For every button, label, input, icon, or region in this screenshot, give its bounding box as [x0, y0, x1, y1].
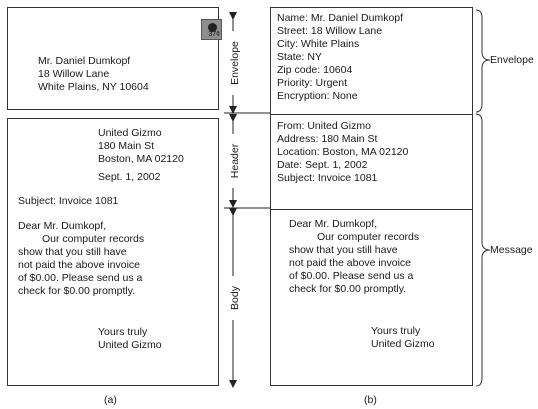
message-body-section: Dear Mr. Dumkopf, Our computer records s…	[271, 210, 472, 385]
caption-b: (b)	[364, 394, 377, 406]
letter-body-line-5: check for $0.00 promptly.	[18, 285, 136, 297]
body-section-label: Body	[229, 276, 241, 320]
envelope-field-state: State: NY	[277, 51, 322, 63]
letter-sender-line-3: Boston, MA 02120	[98, 153, 184, 165]
envelope-address-line-2: 18 Willow Lane	[38, 68, 110, 80]
body-closing-line-1: Yours truly	[371, 325, 421, 337]
letter-subject: Subject: Invoice 1081	[18, 195, 119, 207]
message-brace	[475, 113, 491, 387]
letter-sender-line-1: United Gizmo	[98, 127, 162, 139]
envelope-field-city: City: White Plains	[277, 38, 360, 50]
message-envelope-section: Name: Mr. Daniel Dumkopf Street: 18 Will…	[271, 8, 472, 115]
body-closing-line-2: United Gizmo	[371, 338, 435, 350]
header-section-label: Header	[229, 134, 241, 188]
letter-sender-line-2: 180 Main St	[98, 140, 155, 152]
caption-a: (a)	[104, 394, 117, 406]
envelope-address-line-3: White Plains, NY 10604	[38, 81, 149, 93]
envelope-field-encryption: Encryption: None	[277, 90, 358, 102]
body-line-4: of $0.00. Please send us a	[289, 270, 414, 282]
body-line-5: check for $0.00 promptly.	[289, 283, 407, 295]
electronic-message: Name: Mr. Daniel Dumkopf Street: 18 Will…	[270, 7, 473, 386]
envelope-field-zip: Zip code: 10604	[277, 64, 353, 76]
body-line-3: not paid the above invoice	[289, 257, 412, 269]
letter-body-line-3: not paid the above invoice	[18, 259, 141, 271]
body-line-1: Our computer records	[317, 231, 420, 243]
paper-envelope: 37¢ Mr. Daniel Dumkopf 18 Willow Lane Wh…	[7, 7, 222, 110]
header-field-location: Location: Boston, MA 02120	[277, 146, 409, 158]
letter-body-line-2: show that you still have	[18, 246, 127, 258]
header-field-address: Address: 180 Main St	[277, 133, 378, 145]
stamp-value: 37¢	[208, 31, 220, 38]
letter-closing-line-2: United Gizmo	[98, 339, 162, 351]
header-field-date: Date: Sept. 1, 2002	[277, 159, 368, 171]
envelope-brace-label: Envelope	[490, 54, 534, 66]
letter-closing-line-1: Yours truly	[98, 326, 148, 338]
paper-letter: United Gizmo 180 Main St Boston, MA 0212…	[7, 118, 219, 386]
envelope-field-street: Street: 18 Willow Lane	[277, 25, 383, 37]
header-field-subject: Subject: Invoice 1081	[277, 172, 378, 184]
header-field-from: From: United Gizmo	[277, 120, 371, 132]
envelope-address-line-1: Mr. Daniel Dumkopf	[38, 55, 131, 67]
postage-stamp: 37¢	[201, 19, 222, 40]
envelope-brace	[475, 9, 491, 113]
stamp-icon	[208, 23, 217, 32]
letter-body-line-4: of $0.00. Please send us a	[18, 272, 143, 284]
envelope-section-label: Envelope	[229, 31, 241, 95]
envelope-field-priority: Priority: Urgent	[277, 77, 348, 89]
body-line-2: show that you still have	[289, 244, 398, 256]
message-brace-label: Message	[490, 244, 533, 256]
body-salutation: Dear Mr. Dumkopf,	[289, 218, 378, 230]
message-header-section: From: United Gizmo Address: 180 Main St …	[271, 114, 472, 210]
letter-body-line-1: Our computer records	[42, 233, 145, 245]
letter-date: Sept. 1, 2002	[98, 171, 161, 183]
letter-salutation: Dear Mr. Dumkopf,	[18, 220, 107, 232]
envelope-field-name: Name: Mr. Daniel Dumkopf	[277, 12, 404, 24]
